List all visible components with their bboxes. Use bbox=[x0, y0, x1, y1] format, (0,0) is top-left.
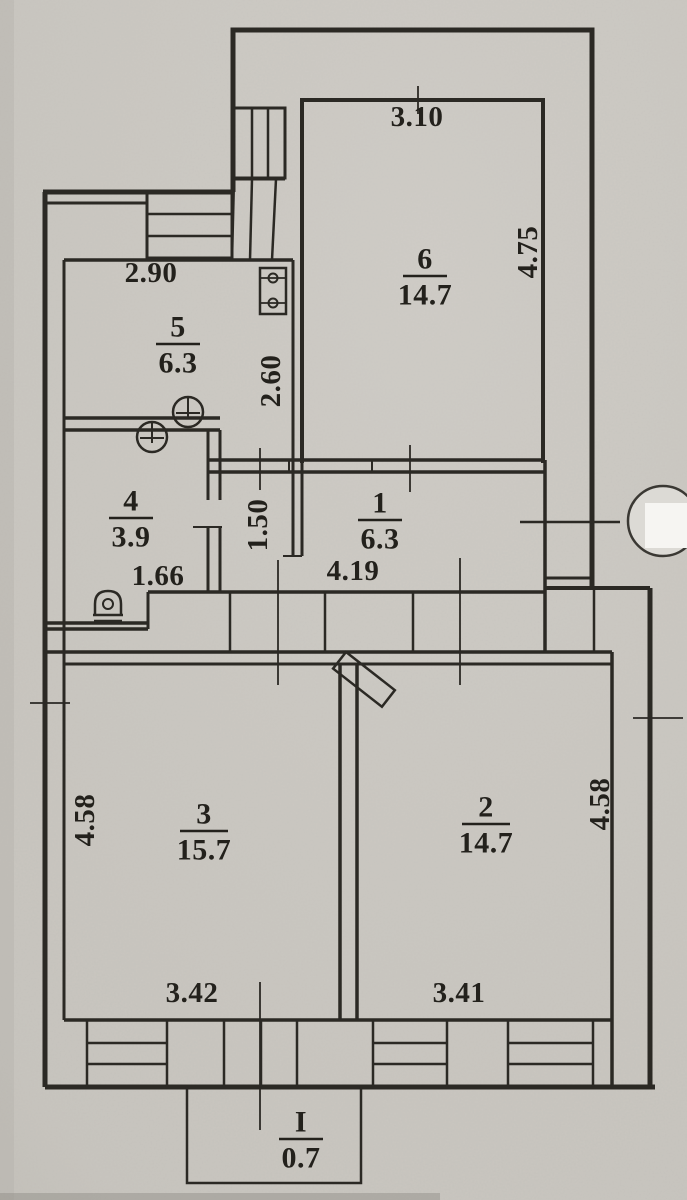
svg-text:0.7: 0.7 bbox=[282, 1142, 321, 1175]
svg-text:3.9: 3.9 bbox=[112, 521, 151, 554]
svg-text:15.7: 15.7 bbox=[177, 834, 232, 867]
dim-4-58-left: 4.58 bbox=[69, 794, 101, 847]
hole-punch-artifact bbox=[626, 484, 687, 558]
dim-4-19: 4.19 bbox=[327, 555, 380, 587]
wall-lines bbox=[42, 27, 655, 1090]
svg-text:6.3: 6.3 bbox=[159, 347, 198, 380]
dim-3-42: 3.42 bbox=[166, 977, 219, 1009]
dim-1-66: 1.66 bbox=[132, 560, 185, 592]
dim-2-90: 2.90 bbox=[125, 257, 178, 289]
svg-text:I: I bbox=[295, 1106, 307, 1139]
svg-text:14.7: 14.7 bbox=[398, 279, 453, 312]
kitchen-sink-icon bbox=[171, 395, 205, 429]
room-label-balcony: I 0.7 bbox=[279, 1106, 323, 1175]
window-icon bbox=[373, 1041, 447, 1066]
room2-door-leaf bbox=[331, 650, 397, 709]
svg-text:6.3: 6.3 bbox=[361, 523, 400, 556]
svg-text:2: 2 bbox=[478, 791, 494, 824]
stove-icon bbox=[258, 266, 288, 316]
room-label-2: 2 14.7 bbox=[459, 791, 514, 860]
svg-text:4: 4 bbox=[123, 485, 139, 518]
svg-text:6: 6 bbox=[417, 243, 433, 276]
room-label-4: 4 3.9 bbox=[109, 485, 153, 554]
window-icon bbox=[87, 1041, 167, 1066]
svg-text:5: 5 bbox=[170, 311, 186, 344]
room-label-6: 6 14.7 bbox=[398, 243, 453, 312]
dim-1-50: 1.50 bbox=[242, 499, 274, 552]
room-label-1: 1 6.3 bbox=[358, 487, 402, 556]
dimension-ticks bbox=[30, 86, 683, 1130]
dim-4-58-right: 4.58 bbox=[584, 778, 616, 831]
door-marks bbox=[193, 520, 620, 709]
toilet-icon bbox=[93, 589, 123, 623]
svg-text:3: 3 bbox=[196, 798, 212, 831]
svg-text:14.7: 14.7 bbox=[459, 827, 514, 860]
room-label-5: 5 6.3 bbox=[156, 311, 200, 380]
bottom-windows bbox=[87, 1041, 593, 1066]
dim-3-41: 3.41 bbox=[433, 977, 486, 1009]
fixtures bbox=[93, 266, 288, 623]
window-icon bbox=[508, 1041, 593, 1066]
svg-text:1: 1 bbox=[372, 487, 388, 520]
bath-sink-icon bbox=[135, 420, 169, 454]
room-labels: 1 6.3 2 14.7 3 15.7 4 3.9 5 6.3 6 14.7 bbox=[109, 243, 513, 1175]
window-icon bbox=[145, 190, 234, 260]
dim-4-75: 4.75 bbox=[512, 226, 544, 279]
room-label-3: 3 15.7 bbox=[177, 798, 232, 867]
dimension-labels: 3.10 4.75 2.90 2.60 1.50 1.66 4.19 4.58 … bbox=[69, 101, 616, 1009]
balcony-outline bbox=[185, 1087, 363, 1185]
dim-2-60: 2.60 bbox=[255, 355, 287, 408]
dim-3-10: 3.10 bbox=[391, 101, 444, 133]
